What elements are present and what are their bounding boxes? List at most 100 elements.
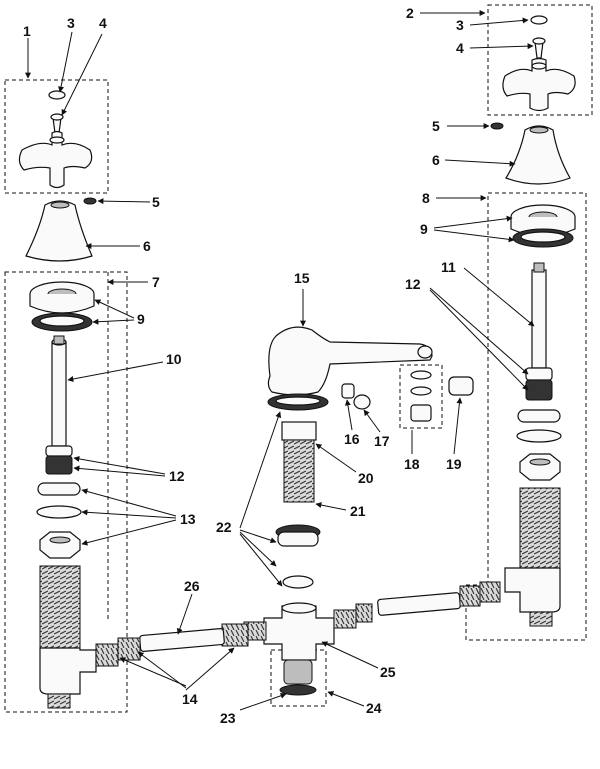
drain-outlet-ring [279,684,317,696]
leader-9-left-a [94,299,135,319]
right-valve-group [504,204,576,627]
handle-screw-head-left [50,113,64,121]
aerator-cap [448,376,474,396]
callout-4-left: 4 [99,15,107,31]
o-ring-right [490,122,504,130]
leader-22-c [239,531,277,567]
callout-26: 26 [184,578,200,594]
part-16 [341,383,355,399]
leader-12-left-b [73,465,166,477]
valve-stem-right-tip [533,262,545,273]
cross-handle-left [18,130,93,189]
leader-25 [321,641,379,669]
valve-assembly-left-box [4,271,128,713]
leader-19 [453,397,463,455]
handle-assembly-right-box [487,4,593,116]
pop-up-parts [341,370,474,422]
hose-right-end-2 [479,581,501,603]
aerator-kit-box [399,364,443,429]
callout-5-right: 5 [432,118,440,134]
leader-22-b [239,529,277,544]
left-escutcheon-group [25,197,97,262]
leader-12-left-a [73,455,166,475]
callout-6-left: 6 [143,238,151,254]
leader-5-left [97,198,151,205]
callout-2: 2 [406,5,414,21]
cross-handle-hub-right [531,62,547,70]
leader-lines [25,10,535,711]
callout-17: 17 [374,433,390,449]
leader-10 [67,361,164,382]
leader-16 [344,399,353,431]
connector-right-nipple [333,609,357,629]
washer-right-2 [516,429,562,443]
leader-14-a [119,657,187,687]
callout-15: 15 [294,270,310,286]
callout-8: 8 [422,190,430,206]
spout-shank-top [281,421,317,441]
index-button-left [48,90,66,100]
leader-26 [176,593,193,635]
washer-right-1 [517,409,561,423]
bell-escutcheon-right [505,125,571,185]
callout-5-left: 5 [152,194,160,210]
cartridge-left-lower [45,455,73,475]
leader-12-right-a [429,287,529,375]
leader-11 [463,267,535,327]
leader-24 [327,691,365,707]
washer-left-2 [36,505,82,519]
nut-right [519,453,561,481]
aerator-body [410,404,432,422]
leader-3-left [58,31,73,93]
leader-23 [239,692,287,711]
spout-shank-threads [283,439,315,503]
elbow-right [504,567,561,613]
callout-18: 18 [404,456,420,472]
callout-16: 16 [344,431,360,447]
callout-6-right: 6 [432,152,440,168]
washer-center [282,575,314,589]
valve-stem-left [51,341,67,447]
leader-9-left-b [92,318,135,325]
cartridge-right-upper [525,367,553,381]
spout-shank-group [275,421,321,589]
leader-20 [315,443,357,473]
hose-right [377,592,461,616]
callout-21: 21 [350,503,366,519]
threaded-shank-right [519,487,561,569]
callout-22: 22 [216,519,232,535]
tee-group [263,602,335,696]
spout-outlet [417,345,433,359]
handle-screw-head-right [532,37,546,45]
valve-stem-left-tip [53,335,65,345]
hose-left-start-2 [95,643,119,667]
nut-left [39,531,81,559]
leader-3-right [469,17,529,26]
cartridge-left-upper [45,445,73,457]
hose-left-start [117,637,141,661]
elbow-right-tail [529,611,553,627]
bell-escutcheon-right-top [529,126,549,134]
callout-3-right: 3 [456,17,464,33]
leader-13-a [81,488,177,517]
leader-17 [363,409,381,433]
index-button-right [530,15,548,25]
flange-left-seal-inner [39,315,85,327]
leader-14-c [185,647,235,691]
cartridge-right-lower [525,379,553,401]
left-handle-group [18,90,93,189]
leader-4-right [469,43,534,50]
callout-23: 23 [220,710,236,726]
o-ring-left [83,197,97,205]
leader-9-right-b [433,229,515,243]
hose-right-end [459,585,481,607]
spout-gasket-inner [275,396,321,406]
elbow-left [39,647,97,695]
callout-10: 10 [166,351,182,367]
threaded-shank-left [39,565,81,649]
bell-escutcheon-left-top [50,201,70,209]
spout-group [267,326,433,411]
callout-12-left: 12 [169,468,185,484]
leader-14-b [137,651,187,689]
